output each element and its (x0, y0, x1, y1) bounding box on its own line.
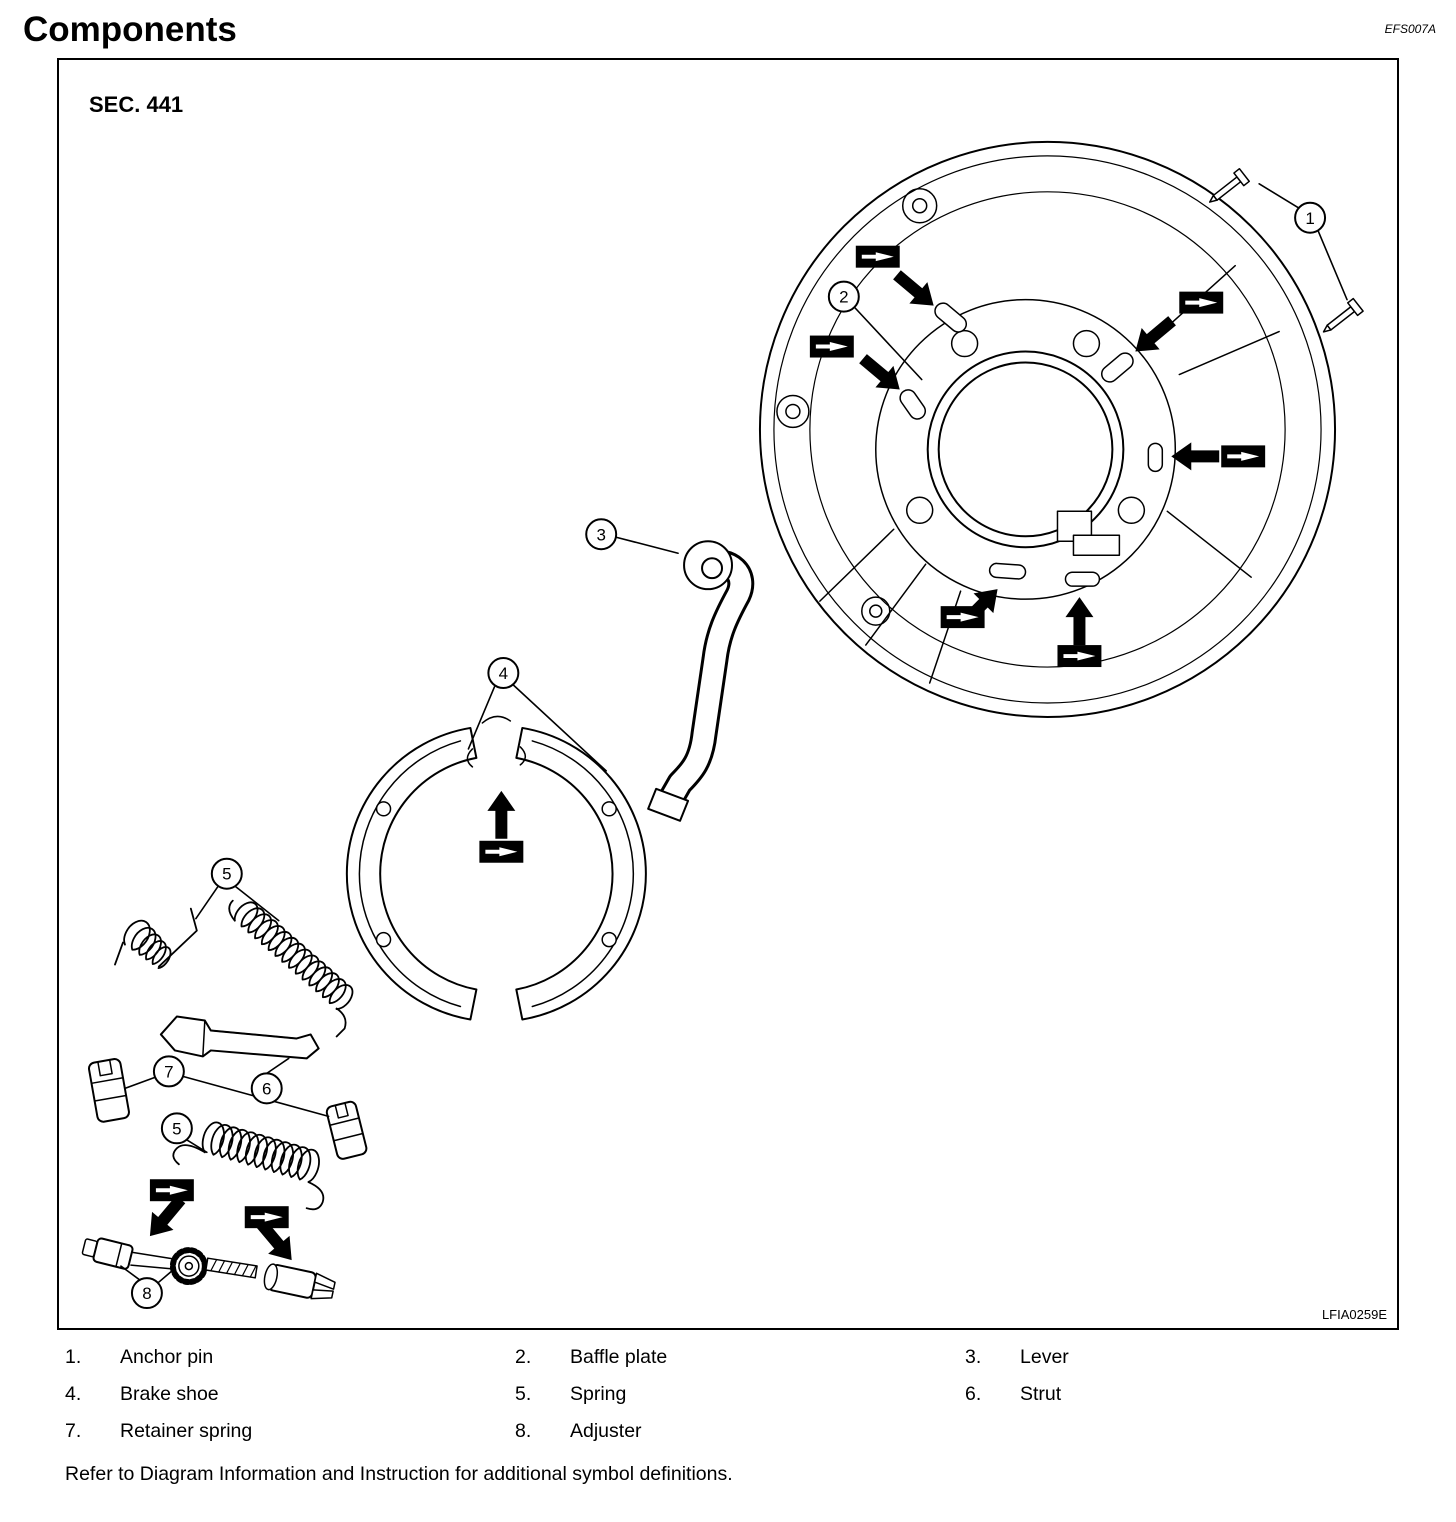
legend-item-label: Adjuster (570, 1420, 642, 1442)
legend-item-number: 1. (65, 1346, 82, 1368)
callout-number: 8 (142, 1284, 151, 1303)
legend-item-number: 8. (515, 1420, 532, 1442)
callout-3: 3 (585, 518, 618, 551)
page-title: Components (23, 10, 237, 49)
callout-number: 4 (499, 664, 508, 683)
grease-symbol-icon (1220, 444, 1267, 469)
callout-number: 5 (222, 865, 231, 884)
strut (159, 1015, 320, 1060)
grease-symbol-icon (148, 1178, 195, 1203)
callout-8: 8 (130, 1277, 163, 1310)
callout-5-upper: 5 (210, 857, 243, 890)
callout-5-lower: 5 (160, 1112, 193, 1145)
adjuster (81, 1237, 336, 1300)
callout-number: 5 (172, 1119, 181, 1138)
legend-item: 5. Spring (515, 1383, 965, 1406)
return-springs-upper (114, 899, 354, 1038)
callout-number: 6 (262, 1079, 271, 1098)
page-header: Components EFS007A (0, 0, 1456, 58)
legend-item-label: Retainer spring (120, 1420, 253, 1442)
callout-1: 1 (1294, 201, 1327, 234)
grease-symbol-icon (808, 334, 855, 359)
legend-item-number: 3. (965, 1346, 982, 1368)
callout-2: 2 (827, 280, 860, 313)
legend-item: 4. Brake shoe (65, 1383, 515, 1406)
legend-item-number: 5. (515, 1383, 532, 1405)
legend-item: 6. Strut (965, 1383, 1345, 1406)
legend-item-label: Brake shoe (120, 1383, 219, 1405)
callout-number: 3 (596, 525, 605, 544)
grease-symbol-icon (1178, 290, 1225, 315)
legend-item: 3. Lever (965, 1346, 1345, 1369)
doc-code: EFS007A (1384, 22, 1436, 36)
spring-lower (172, 1121, 325, 1211)
legend-item: 7. Retainer spring (65, 1420, 515, 1443)
legend-item-label: Lever (1020, 1346, 1069, 1368)
grease-symbol-icon (478, 839, 525, 864)
callout-4: 4 (487, 657, 520, 690)
legend-item-label: Strut (1020, 1383, 1062, 1405)
footer-note: Refer to Diagram Information and Instruc… (65, 1463, 733, 1485)
legend-item: 8. Adjuster (515, 1420, 965, 1443)
grease-arrow-icon (486, 789, 517, 840)
legend-item: 1. Anchor pin (65, 1346, 515, 1369)
manual-page: Components EFS007A SEC. 441 (0, 0, 1456, 1485)
callout-6: 6 (250, 1072, 283, 1105)
baffle-plate (758, 140, 1337, 718)
legend-item: 2. Baffle plate (515, 1346, 965, 1369)
figure-id: LFIA0259E (1321, 1307, 1387, 1322)
retainer-spring-right (325, 1100, 368, 1160)
legend-item-number: 4. (65, 1383, 82, 1405)
section-label: SEC. 441 (89, 92, 184, 117)
grease-symbol-icon (1056, 644, 1103, 669)
legend-item-number: 2. (515, 1346, 532, 1368)
callout-number: 1 (1305, 209, 1314, 228)
legend-item-number: 6. (965, 1383, 982, 1405)
parts-legend: 1. Anchor pin 2. Baffle plate 3. Lever 4. Br… (65, 1346, 1456, 1443)
legend-item-label: Anchor pin (120, 1346, 214, 1368)
legend-item-label: Baffle plate (570, 1346, 668, 1368)
legend-item-label: Spring (570, 1383, 627, 1405)
callout-7: 7 (152, 1055, 185, 1088)
callout-number: 7 (164, 1062, 173, 1081)
grease-symbol-icon (939, 605, 986, 630)
figure-box: SEC. 441 (57, 58, 1399, 1330)
legend-item-number: 7. (65, 1420, 82, 1442)
grease-symbol-icon (243, 1205, 290, 1230)
lever (647, 540, 755, 822)
parts-diagram: 1 2 3 4 5 6 7 (81, 140, 1365, 1310)
anchor-pin-2 (1317, 297, 1365, 340)
retainer-spring-left (87, 1058, 130, 1123)
brake-shoes (345, 715, 647, 1021)
callout-number: 2 (839, 288, 848, 307)
grease-symbol-icon (854, 244, 901, 269)
